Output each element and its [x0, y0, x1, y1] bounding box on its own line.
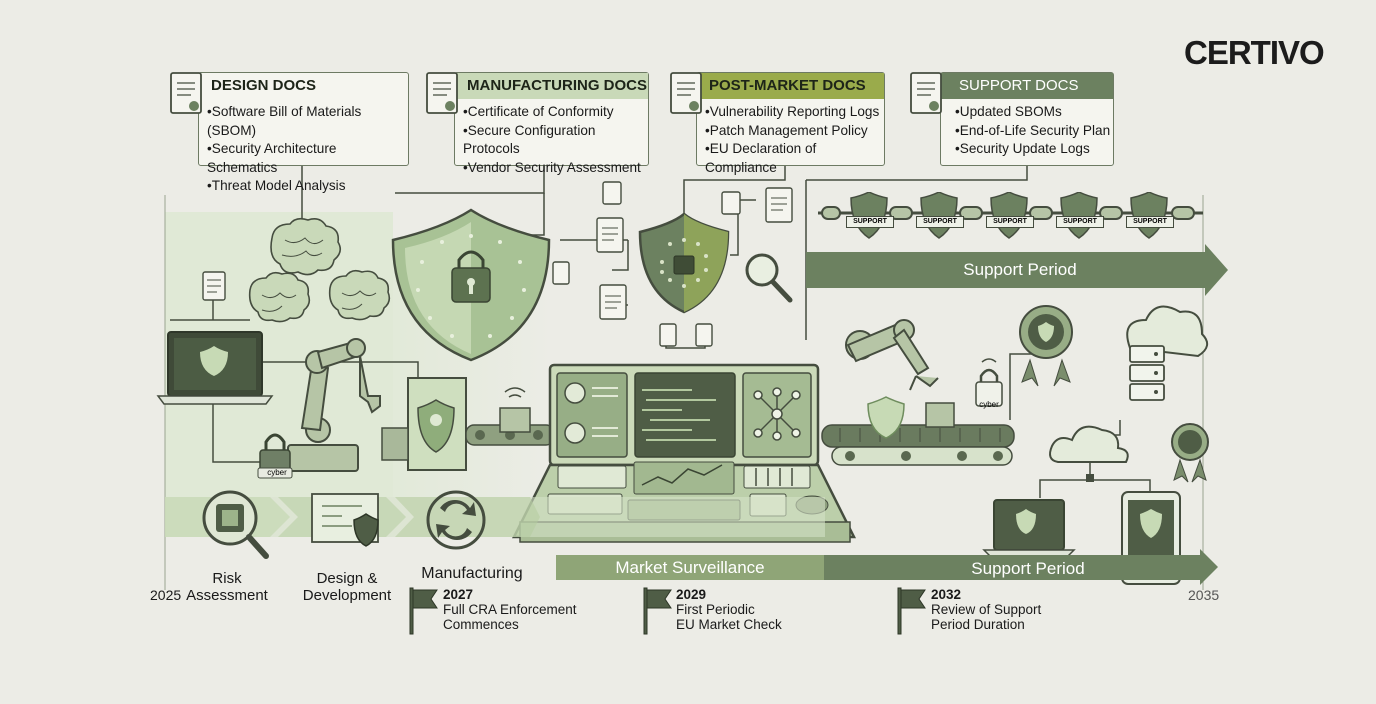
milestone-year: 2029 — [676, 587, 707, 602]
manufacturing-docs-list: Certificate of Conformity Secure Configu… — [463, 103, 648, 177]
doc-item: Security Update Logs — [955, 140, 1110, 159]
support-badge-label: SUPPORT — [1126, 216, 1174, 228]
design-docs-list: Software Bill of Materials (SBOM) Securi… — [207, 103, 408, 196]
support-badge: SUPPORT — [986, 191, 1034, 240]
support-badge-label: SUPPORT — [1056, 216, 1104, 228]
milestone-year: 2032 — [931, 587, 962, 602]
milestone-year: 2027 — [443, 587, 474, 602]
design-docs-title: DESIGN DOCS — [211, 77, 317, 94]
document-icon — [670, 72, 702, 114]
manufacturing-docs-box: MANUFACTURING DOCS Certificate of Confor… — [454, 72, 649, 175]
milestone-line: Review of Support — [931, 602, 1042, 617]
doc-item: Updated SBOMs — [955, 103, 1110, 122]
support-badge: SUPPORT — [846, 191, 894, 240]
milestone-line: Period Duration — [931, 617, 1025, 632]
doc-item: Vendor Security Assessment — [463, 159, 648, 178]
cyber-tag: cyber — [267, 468, 287, 477]
milestone-2027: 2027 Full CRA Enforcement Commences — [443, 587, 577, 632]
milestone-line: First Periodic — [676, 602, 755, 617]
doc-item: Certificate of Conformity — [463, 103, 648, 122]
support-badge-label: SUPPORT — [986, 216, 1034, 228]
manufacturing-label: Manufacturing — [421, 565, 523, 582]
support-period-top-label: Support Period — [963, 260, 1077, 279]
manufacturing-docs-title: MANUFACTURING DOCS — [455, 73, 648, 99]
milestone-line: Commences — [443, 617, 519, 632]
certificate-icon — [426, 72, 458, 114]
doc-item: Patch Management Policy — [705, 122, 884, 141]
support-docs-list: Updated SBOMs End-of-Life Security Plan … — [955, 103, 1110, 159]
milestone-2032: 2032 Review of Support Period Duration — [931, 587, 1041, 632]
doc-item: Security Architecture Schematics — [207, 140, 408, 177]
market-surveillance-label: Market Surveillance — [615, 558, 765, 577]
design-development-label: Design & Development — [302, 570, 392, 604]
start-year: 2025 — [150, 587, 182, 603]
support-docs-box: SUPPORT DOCS Updated SBOMs End-of-Life S… — [940, 72, 1114, 166]
support-period-bottom-label: Support Period — [971, 559, 1085, 578]
post-market-docs-title: POST-MARKET DOCS — [697, 73, 884, 99]
doc-item: Software Bill of Materials (SBOM) — [207, 103, 408, 140]
document-icon — [910, 72, 942, 114]
support-docs-title: SUPPORT DOCS — [941, 73, 1113, 99]
doc-item: Secure Configuration Protocols — [463, 122, 648, 159]
end-year: 2035 — [1188, 587, 1220, 603]
milestone-line: EU Market Check — [676, 617, 782, 632]
risk-assessment-label: Risk Assessment — [186, 570, 268, 604]
document-icon — [170, 72, 202, 114]
doc-item: EU Declaration of Compliance — [705, 140, 884, 177]
support-badge-label: SUPPORT — [916, 216, 964, 228]
doc-item: End-of-Life Security Plan — [955, 122, 1110, 141]
post-market-docs-list: Vulnerability Reporting Logs Patch Manag… — [705, 103, 884, 177]
cyber-tag: cyber — [979, 400, 999, 409]
doc-item: Threat Model Analysis — [207, 177, 408, 196]
support-badge-label: SUPPORT — [846, 216, 894, 228]
brand-logo: CERTIVO — [1184, 34, 1325, 71]
doc-item: Vulnerability Reporting Logs — [705, 103, 884, 122]
design-docs-box: DESIGN DOCS Software Bill of Materials (… — [198, 72, 409, 193]
support-badge: SUPPORT — [1056, 191, 1104, 240]
milestone-line: Full CRA Enforcement — [443, 602, 577, 617]
milestone-2029: 2029 First Periodic EU Market Check — [676, 587, 782, 632]
post-market-docs-box: POST-MARKET DOCS Vulnerability Reporting… — [696, 72, 885, 175]
support-badge: SUPPORT — [1126, 191, 1174, 240]
support-badge: SUPPORT — [916, 191, 964, 240]
